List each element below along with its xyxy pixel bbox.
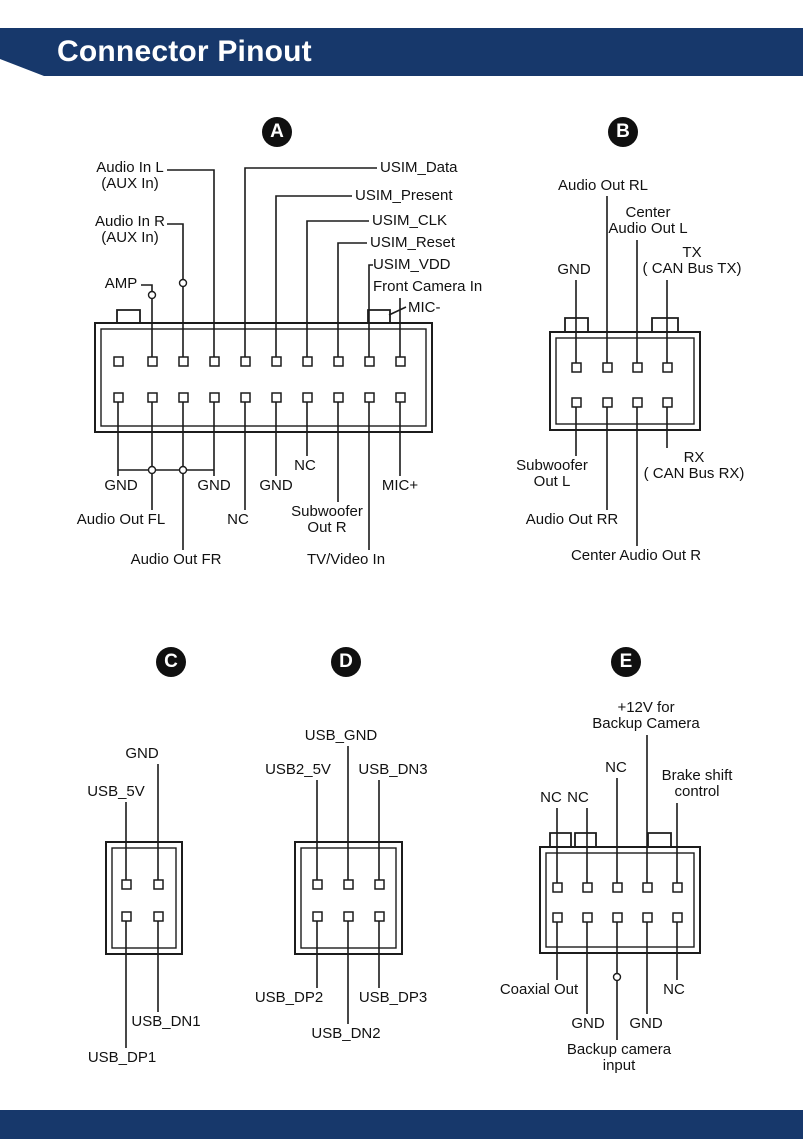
pin-label-gnd: GND <box>259 477 293 494</box>
connector-e-key-tabs <box>549 832 672 847</box>
connector-a-key-tabs <box>116 309 391 323</box>
pin-label-mic-minus: MIC- <box>408 299 441 316</box>
wire-junction-node <box>178 278 188 288</box>
connector-b-badge: B <box>608 117 638 147</box>
pin-label-nc: NC <box>567 789 589 806</box>
connector-d-leader-lines <box>316 746 380 1024</box>
connector-d-pins <box>312 879 385 922</box>
pin-label-tv-video-in: TV/Video In <box>306 551 386 568</box>
connector-a-leader-lines <box>117 167 407 550</box>
connector-d-body <box>294 746 403 1024</box>
header-notch-decoration <box>0 59 44 76</box>
pin-label-usb-dp2: USB_DP2 <box>254 989 324 1006</box>
pin-label-center-audio-out-l: Center Audio Out L <box>608 204 688 237</box>
pin-label-gnd: GND <box>557 261 591 278</box>
pin-label-gnd: GND <box>629 1015 663 1032</box>
connector-a-body <box>94 167 433 550</box>
connector-c-badge: C <box>156 647 186 677</box>
pin-label-audio-out-rr: Audio Out RR <box>525 511 619 528</box>
footer-bar <box>0 1110 803 1139</box>
wire-junction-node <box>147 465 157 475</box>
header-bar: Connector Pinout <box>0 28 803 76</box>
pin-label-audio-out-rl: Audio Out RL <box>557 177 649 194</box>
connector-e-pins <box>552 882 683 923</box>
wire-junction-node <box>147 290 157 300</box>
connector-b-outline <box>549 331 701 431</box>
pin-label-usim-clk: USIM_CLK <box>372 212 448 229</box>
pin-label-nc: NC <box>227 511 249 528</box>
connector-c-leader-lines <box>125 764 159 1048</box>
connector-e-body <box>539 735 701 1040</box>
pin-label-subwoofer-out-r: Subwoofer Out R <box>291 503 363 536</box>
connector-c-outline <box>105 841 183 955</box>
connector-e-badge: E <box>611 647 641 677</box>
connector-c-pins <box>121 879 164 922</box>
pin-label-brake-shift-control: Brake shift control <box>661 767 733 800</box>
connector-a-pins <box>113 356 406 403</box>
connector-b-leader-lines <box>575 196 668 546</box>
pin-label-front-camera-in: Front Camera In <box>373 278 483 295</box>
pin-label-usb-5v: USB_5V <box>87 783 145 800</box>
pin-label-rx-can-bus: RX ( CAN Bus RX) <box>643 449 745 482</box>
pin-label-coaxial-out: Coaxial Out <box>499 981 579 998</box>
connector-a-outline <box>94 322 433 433</box>
connector-d-badge: D <box>331 647 361 677</box>
pin-label-usim-present: USIM_Present <box>355 187 453 204</box>
pin-label-nc: NC <box>663 981 685 998</box>
pin-label-usb-gnd: USB_GND <box>304 727 378 744</box>
connector-c-inner-outline <box>111 847 177 949</box>
pin-label-gnd: GND <box>197 477 231 494</box>
pin-label-subwoofer-out-l: Subwoofer Out L <box>516 457 588 490</box>
pin-label-nc: NC <box>540 789 562 806</box>
pin-label-mic-plus: MIC+ <box>381 477 419 494</box>
pin-label-center-audio-out-r: Center Audio Out R <box>570 547 702 564</box>
pin-label-audio-out-fl: Audio Out FL <box>76 511 166 528</box>
page-title: Connector Pinout <box>57 35 312 68</box>
connector-e-inner-outline <box>545 852 695 948</box>
pin-label-amp: AMP <box>104 275 138 292</box>
pin-label-backup-camera-input: Backup camera input <box>566 1041 672 1074</box>
pin-label-usb-dp1: USB_DP1 <box>87 1049 157 1066</box>
pin-label-usim-vdd: USIM_VDD <box>373 256 451 273</box>
pin-label-tx-can-bus: TX ( CAN Bus TX) <box>642 244 742 277</box>
pin-label-usim-data: USIM_Data <box>380 159 458 176</box>
pin-label-audio-in-r: Audio In R (AUX In) <box>94 213 166 246</box>
connector-b-body <box>549 196 701 546</box>
pin-label-gnd: GND <box>125 745 159 762</box>
pin-label-usb-dn1: USB_DN1 <box>131 1013 201 1030</box>
connector-a-badge: A <box>262 117 292 147</box>
connector-e-outline <box>539 846 701 954</box>
pin-label-usim-reset: USIM_Reset <box>370 234 456 251</box>
pin-label-nc: NC <box>294 457 316 474</box>
connector-b-pins <box>571 362 673 408</box>
pin-label-audio-in-l: Audio In L (AUX In) <box>96 159 164 192</box>
pin-label-nc: NC <box>605 759 627 776</box>
wire-junction-node <box>178 465 188 475</box>
connector-a-inner-outline <box>100 328 427 427</box>
pin-label-gnd: GND <box>571 1015 605 1032</box>
connector-c-body <box>105 764 183 1048</box>
pin-label-usb2-5v: USB2_5V <box>265 761 331 778</box>
pin-label-usb-dn2: USB_DN2 <box>311 1025 381 1042</box>
wire-junction-node <box>612 972 622 982</box>
connector-b-inner-outline <box>555 337 695 425</box>
pin-label-usb-dp3: USB_DP3 <box>358 989 428 1006</box>
pin-label-audio-out-fr: Audio Out FR <box>130 551 222 568</box>
connector-b-key-tabs <box>564 317 679 332</box>
pin-label-12v-backup-camera: +12V for Backup Camera <box>592 699 700 732</box>
pin-label-usb-dn3: USB_DN3 <box>358 761 428 778</box>
pin-label-gnd: GND <box>104 477 138 494</box>
